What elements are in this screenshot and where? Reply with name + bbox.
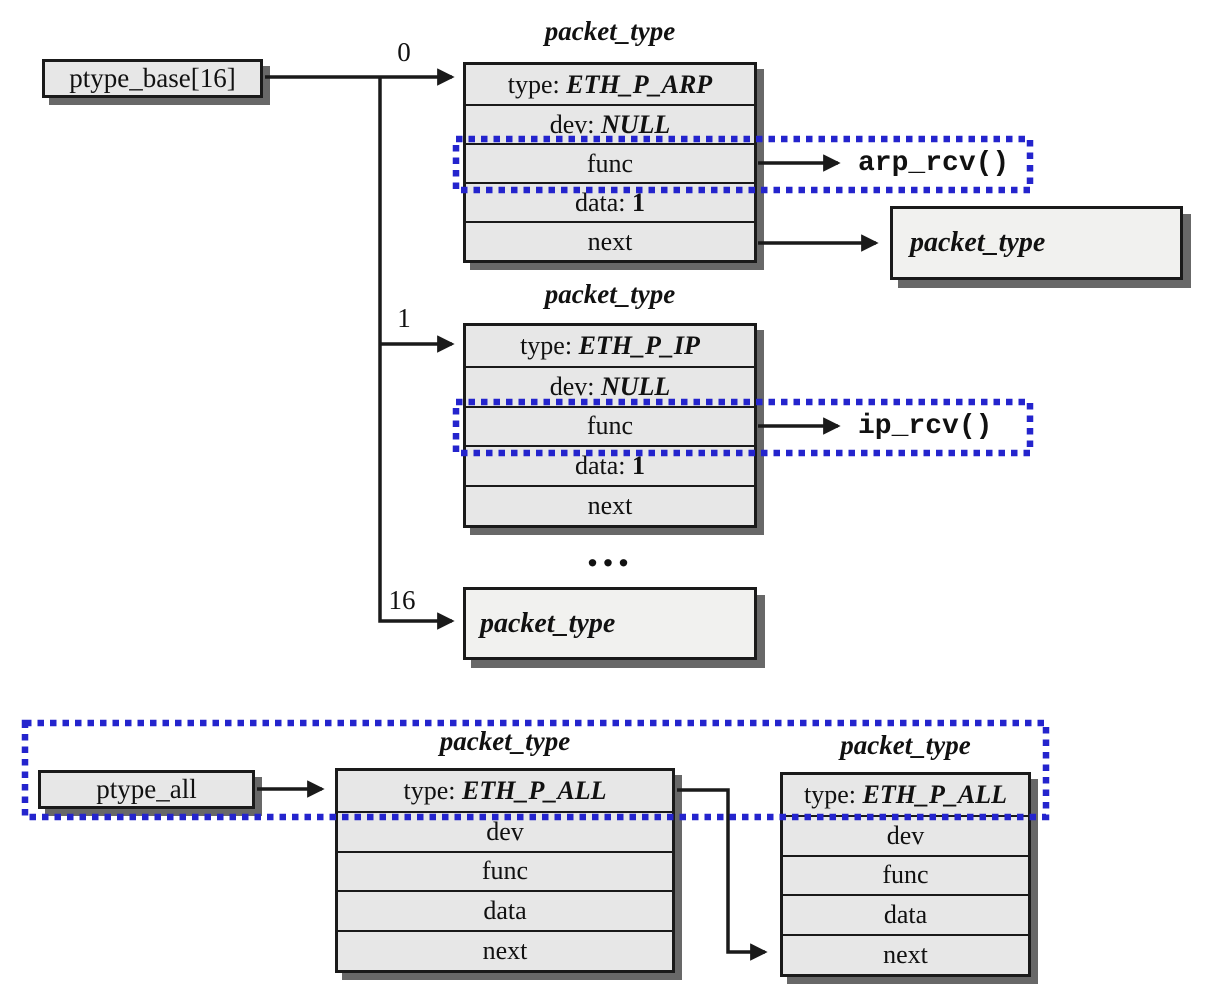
struct-row-data: data — [783, 894, 1028, 934]
packet-type-struct-ip: type: ETH_P_IP dev: NULL func data: 1 ne… — [463, 323, 757, 528]
struct-title-all-2: packet_type — [840, 730, 971, 760]
struct-row-next: next — [466, 485, 754, 525]
packet-type-struct-arp: type: ETH_P_ARP dev: NULL func data: 1 n… — [463, 62, 757, 263]
struct-row-dev: dev: NULL — [466, 365, 754, 406]
struct-row-type: type: ETH_P_ALL — [403, 775, 607, 805]
struct-row-next: next — [338, 930, 672, 970]
arrow-node1-next-to-node2 — [677, 788, 768, 961]
struct-title-arp: packet_type — [544, 16, 676, 46]
ptype-base-box: ptype_base[16] — [42, 59, 263, 98]
ptype-base-label: ptype_base[16] — [69, 63, 236, 93]
bucket-index-1: 1 — [397, 303, 411, 333]
arp-rcv-handler-label: arp_rcv() — [858, 148, 1010, 179]
struct-row-type: type: ETH_P_IP — [520, 330, 700, 360]
struct-title-all-1: packet_type — [439, 726, 571, 756]
ip-rcv-handler-label: ip_rcv() — [858, 411, 993, 442]
struct-row-func: func — [338, 850, 672, 891]
struct-row-dev: dev: NULL — [466, 104, 754, 143]
struct-row-data: data — [338, 890, 672, 930]
next-packet-type-box: packet_type — [890, 206, 1183, 280]
struct-row-dev: dev — [338, 810, 672, 851]
struct-row-dev: dev — [783, 814, 1028, 855]
struct-row-func: func — [466, 143, 754, 182]
struct-row-func: func — [466, 405, 754, 446]
struct-row-func: func — [783, 854, 1028, 895]
ptype-all-label: ptype_all — [96, 774, 197, 804]
struct-row-next: next — [466, 221, 754, 260]
packet-type-struct-all-2: type: ETH_P_ALL dev func data next — [780, 772, 1031, 977]
ptype-all-box: ptype_all — [38, 770, 255, 809]
struct-title-ip: packet_type — [544, 279, 676, 309]
struct-row-data: data: 1 — [466, 445, 754, 485]
packet-type-box-16: packet_type — [463, 587, 757, 660]
bucket-index-0: 0 — [397, 37, 411, 67]
struct-row-next: next — [783, 934, 1028, 974]
packet-type-struct-all-1: type: ETH_P_ALL dev func data next — [335, 768, 675, 973]
arrow-trunk-to-bucket16 — [378, 77, 455, 630]
bucket-index-16: 16 — [388, 585, 416, 615]
struct-row-data: data: 1 — [466, 182, 754, 221]
struct-row-type: type: ETH_P_ARP — [507, 69, 713, 99]
ellipsis: ... — [586, 525, 634, 576]
struct-row-type: type: ETH_P_ALL — [804, 779, 1007, 809]
